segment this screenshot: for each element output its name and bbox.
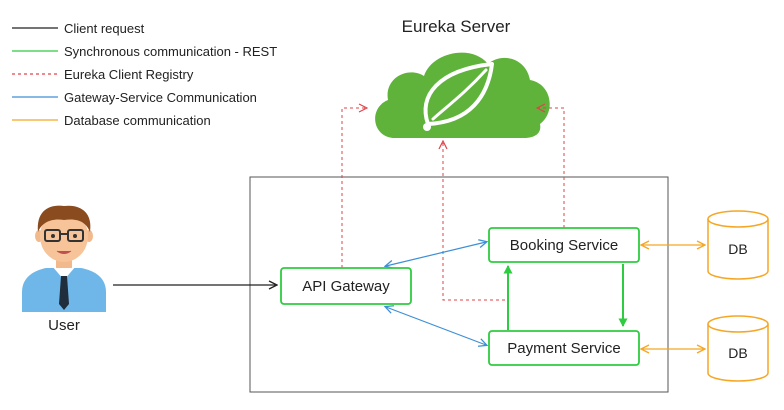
- payment-service-node: Payment Service: [488, 330, 640, 366]
- payment-service-label: Payment Service: [507, 340, 620, 357]
- eureka-server-title: Eureka Server: [402, 17, 511, 36]
- booking-service-label: Booking Service: [510, 237, 618, 254]
- booking-service-node: Booking Service: [488, 227, 640, 263]
- legend-item-rest: Synchronous communication - REST: [12, 44, 277, 59]
- api-gateway-label: API Gateway: [302, 278, 390, 295]
- user-label: User: [48, 317, 80, 334]
- legend-item-database: Database communication: [12, 113, 211, 128]
- legend-label: Database communication: [64, 113, 211, 128]
- api-gateway-node: API Gateway: [280, 267, 412, 305]
- eureka-server: Eureka Server: [375, 17, 550, 138]
- gateway-booking-arrow: [386, 242, 486, 266]
- database-booking: DB: [707, 210, 769, 280]
- registry-line-gateway: [341, 108, 366, 268]
- legend-item-gateway: Gateway-Service Communication: [12, 90, 257, 105]
- user-avatar-icon: [22, 205, 106, 312]
- legend-label: Synchronous communication - REST: [64, 44, 277, 59]
- registry-line-payment: [443, 142, 505, 301]
- user: User: [22, 205, 106, 334]
- cloud-leaf-icon: [375, 52, 550, 138]
- gateway-payment-arrow: [386, 307, 486, 345]
- database-label: DB: [728, 345, 747, 361]
- legend-label: Gateway-Service Communication: [64, 90, 257, 105]
- database-payment: DB: [707, 315, 769, 382]
- legend-label: Eureka Client Registry: [64, 67, 194, 82]
- database-label: DB: [728, 241, 747, 257]
- database-cylinder-icon: [707, 210, 769, 280]
- legend: Client request Synchronous communication…: [12, 21, 277, 128]
- legend-item-registry: Eureka Client Registry: [12, 67, 194, 82]
- registry-line-booking: [538, 108, 565, 228]
- database-cylinder-icon: [707, 315, 769, 382]
- registry-connections: [341, 108, 565, 301]
- legend-label: Client request: [64, 21, 145, 36]
- legend-item-client-request: Client request: [12, 21, 145, 36]
